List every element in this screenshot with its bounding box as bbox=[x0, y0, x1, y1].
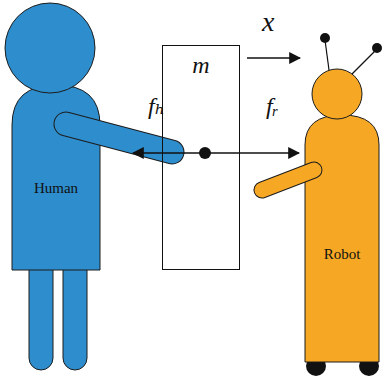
force-arrow bbox=[205, 152, 299, 154]
mass-label: m bbox=[192, 52, 209, 78]
force-symbol: fᵣ bbox=[266, 94, 279, 118]
force-symbol: fₕ bbox=[148, 94, 165, 118]
robot-arm-outline bbox=[262, 170, 314, 190]
robot-figure: Robot bbox=[305, 234, 379, 274]
displacement-arrow bbox=[247, 57, 300, 59]
contact-dot bbox=[199, 147, 211, 159]
human-figure: Human bbox=[12, 168, 100, 208]
robot-antenna-tip bbox=[372, 43, 382, 53]
figure-label: Robot bbox=[324, 246, 361, 263]
human-arm bbox=[66, 124, 172, 152]
human-arm-outline bbox=[66, 124, 172, 152]
robot-antenna bbox=[352, 50, 376, 74]
robot-arm bbox=[262, 170, 314, 190]
mass-box: m bbox=[162, 45, 240, 270]
robot-head bbox=[312, 69, 362, 119]
displacement-symbol: x bbox=[262, 8, 274, 36]
human-head bbox=[5, 3, 95, 93]
robot-body bbox=[305, 115, 379, 362]
human-body bbox=[12, 85, 100, 270]
figure-label: Human bbox=[34, 180, 78, 197]
robot-antenna bbox=[325, 40, 329, 70]
force-arrow bbox=[133, 152, 205, 154]
robot-antenna-tip bbox=[320, 33, 330, 43]
